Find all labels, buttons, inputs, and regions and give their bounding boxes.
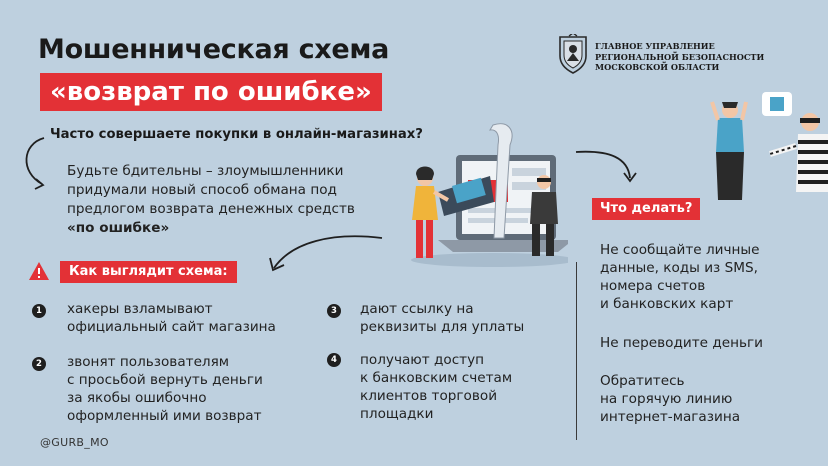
warning-line: Будьте бдительны – злоумышленники [67,163,344,179]
advice-item-3: Обратитесь на горячую линию интернет-маг… [600,372,740,426]
step-line: хакеры взламывают [67,301,213,317]
step-item-1: хакеры взламывают официальный сайт магаз… [67,300,276,336]
step-line: официальный сайт магазина [67,319,276,335]
step-line: звонят пользователям [67,354,230,370]
page-title: Мошенническая схема [38,34,390,65]
arrow-to-todo-icon [575,150,637,183]
advice-line: Не переводите деньги [600,335,763,351]
curved-arrow-icon [25,137,45,190]
step-item-4: получают доступ к банковским счетам клие… [360,351,512,423]
advice-line: Не сообщайте личные [600,242,760,258]
step-line: за якобы ошибочно [67,390,207,406]
org-name-line1: ГЛАВНОЕ УПРАВЛЕНИЕ [595,41,715,51]
warning-icon [29,262,49,280]
intro-question: Часто совершаете покупки в онлайн-магази… [50,127,423,142]
step-number: 2 [32,357,46,371]
coat-of-arms-icon [559,34,587,74]
arrow-to-scheme-icon [269,235,383,272]
step-line: получают доступ [360,352,485,368]
scheme-label-badge: Как выглядит схема: [60,261,237,283]
warning-line: придумали новый способ обмана под [67,182,337,198]
todo-label-badge: Что делать? [592,198,701,220]
intro-warning: Будьте бдительны – злоумышленники придум… [67,162,355,238]
step-item-2: звонят пользователям с просьбой вернуть … [67,353,263,425]
step-line: клиентов торговой [360,388,498,404]
social-handle: @GURB_MO [40,436,109,449]
advice-line: на горячую линию [600,391,733,407]
step-line: площадки [360,406,434,422]
victim-thief-illustration [710,92,828,200]
step-line: оформленный ими возврат [67,408,262,424]
advice-line: интернет-магазина [600,409,741,425]
step-line: реквизиты для уплаты [360,319,525,335]
advice-line: и банковских карт [600,296,734,312]
advice-item-2: Не переводите деньги [600,334,763,352]
warning-bold: «по ошибке» [67,220,170,236]
step-item-3: дают ссылку на реквизиты для уплаты [360,300,524,336]
step-line: дают ссылку на [360,301,474,317]
page-subtitle-badge: «возврат по ошибке» [40,73,382,111]
divider-line [576,262,577,440]
advice-line: номера счетов [600,278,706,294]
step-line: с просьбой вернуть деньги [67,372,263,388]
org-name-line3: МОСКОВСКОЙ ОБЛАСТИ [595,62,720,72]
advice-item-1: Не сообщайте личные данные, коды из SMS,… [600,241,760,313]
advice-line: Обратитесь [600,373,685,389]
advice-line: данные, коды из SMS, [600,260,758,276]
step-number: 1 [32,304,46,318]
step-number: 4 [327,353,341,367]
step-line: к банковским счетам [360,370,513,386]
org-name-line2: РЕГИОНАЛЬНОЙ БЕЗОПАСНОСТИ [595,51,765,62]
laptop-illustration [411,123,568,267]
org-name: ГЛАВНОЕ УПРАВЛЕНИЕ РЕГИОНАЛЬНОЙ БЕЗОПАСН… [595,41,764,73]
warning-line: предлогом возврата денежных средств [67,201,355,217]
step-number: 3 [327,304,341,318]
